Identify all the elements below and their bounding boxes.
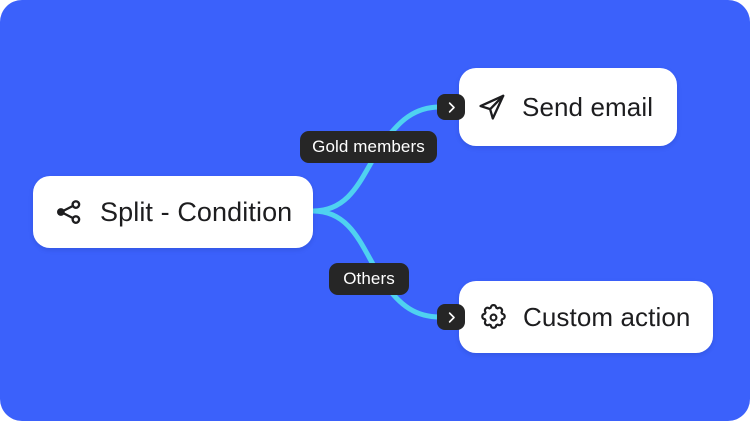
branch-label-gold-members[interactable]: Gold members <box>300 131 437 163</box>
gear-icon <box>478 302 509 333</box>
port-badge-send-email[interactable] <box>437 94 465 120</box>
branch-label-others-text: Others <box>343 269 395 288</box>
node-split-condition[interactable]: Split - Condition <box>33 176 313 248</box>
port-badge-custom-action[interactable] <box>437 304 465 330</box>
node-custom-action-label: Custom action <box>523 301 691 332</box>
share-split-icon <box>54 197 84 227</box>
branch-label-others[interactable]: Others <box>329 263 409 295</box>
chevron-right-icon <box>444 100 459 115</box>
node-send-email-label: Send email <box>522 91 654 122</box>
node-send-email[interactable]: Send email <box>459 68 677 146</box>
node-split-condition-label: Split - Condition <box>100 196 293 227</box>
node-custom-action[interactable]: Custom action <box>459 281 713 353</box>
branch-label-gold-members-text: Gold members <box>312 137 425 156</box>
chevron-right-icon <box>444 310 459 325</box>
send-paper-plane-icon <box>476 91 508 123</box>
